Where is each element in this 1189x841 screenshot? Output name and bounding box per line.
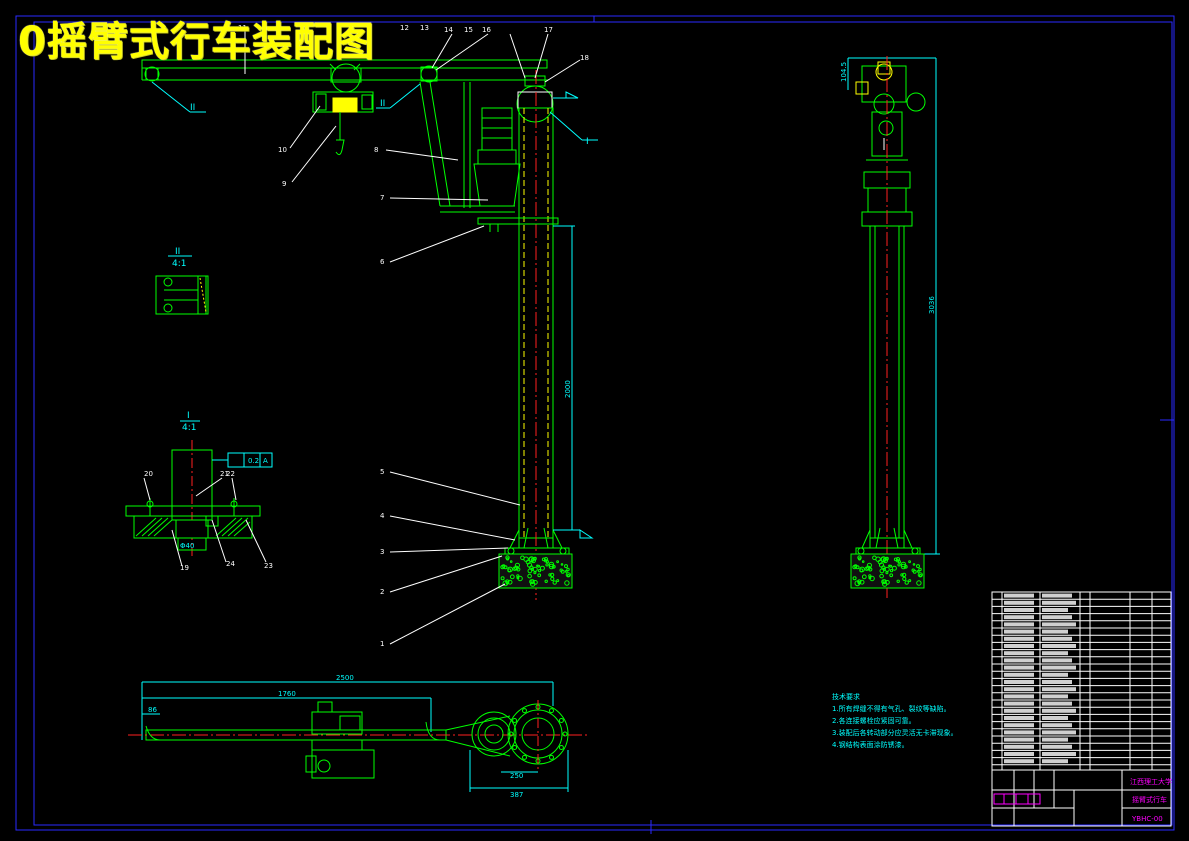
detail-i-part-21: 21 bbox=[220, 470, 229, 478]
section-i-right: I bbox=[586, 137, 589, 147]
notes-item-2: 2.各连接螺栓应紧固可靠。 bbox=[832, 716, 916, 725]
label-10: 10 bbox=[278, 146, 287, 154]
notes-heading: 技术要求 bbox=[832, 692, 860, 701]
dim-plan-r1: 250 bbox=[510, 772, 523, 780]
section-ii-right: II bbox=[380, 99, 385, 109]
drawing-title: 0摇臂式行车装配图 bbox=[18, 19, 375, 65]
label-14: 14 bbox=[444, 26, 453, 34]
label-11: 11 bbox=[238, 24, 247, 32]
label-15: 15 bbox=[464, 26, 473, 34]
detail-i-label: I bbox=[187, 411, 190, 421]
notes-item-4: 4.钢结构表面涂防锈漆。 bbox=[832, 740, 909, 749]
section-ii-left: II bbox=[190, 103, 195, 113]
notes-item-3: 3.装配后各转动部分应灵活无卡滞现象。 bbox=[832, 728, 958, 737]
side-view bbox=[847, 56, 940, 600]
dim-top-small: 104.5 bbox=[840, 62, 848, 82]
label-4: 4 bbox=[380, 512, 385, 520]
label-7: 7 bbox=[380, 194, 384, 202]
detail-i-part-20: 20 bbox=[144, 470, 153, 478]
dim-side-height: 3036 bbox=[928, 296, 936, 314]
detail-i-scale: 4:1 bbox=[182, 423, 196, 433]
dim-plan-left: 86 bbox=[148, 706, 157, 714]
dim-plan-inner: 1760 bbox=[278, 690, 296, 698]
label-17: 17 bbox=[544, 26, 553, 34]
dim-column-height: 2000 bbox=[564, 380, 572, 398]
detail-i bbox=[125, 420, 273, 567]
detail-ii-scale: 4:1 bbox=[172, 259, 186, 269]
front-view bbox=[141, 28, 598, 645]
label-1: 1 bbox=[380, 640, 384, 648]
detail-i-part-24: 24 bbox=[226, 560, 235, 568]
label-2: 2 bbox=[380, 588, 384, 596]
detail-i-part-23: 23 bbox=[264, 562, 273, 570]
detail-i-dim: Φ40 bbox=[180, 542, 194, 550]
title-block-number: YBHC-00 bbox=[1131, 815, 1163, 823]
parts-list bbox=[991, 591, 1172, 827]
label-8: 8 bbox=[374, 146, 378, 154]
outer-frame bbox=[15, 15, 1175, 831]
inner-frame bbox=[33, 21, 1173, 826]
label-13: 13 bbox=[420, 24, 429, 32]
label-18: 18 bbox=[580, 54, 589, 62]
label-5: 5 bbox=[380, 468, 384, 476]
title-block-school: 江西理工大学 bbox=[1130, 777, 1172, 786]
notes-item-1: 1.所有焊缝不得有气孔、裂纹等缺陷。 bbox=[832, 704, 951, 713]
detail-i-part-19: 19 bbox=[180, 564, 189, 572]
label-16: 16 bbox=[482, 26, 491, 34]
detail-ii-label: II bbox=[175, 247, 180, 257]
tolerance-value: 0.2 bbox=[248, 457, 259, 465]
label-6: 6 bbox=[380, 258, 385, 266]
label-12: 12 bbox=[400, 24, 409, 32]
title-block-name: 摇臂式行车 bbox=[1132, 795, 1167, 804]
plan-view bbox=[128, 681, 590, 792]
dim-plan-r2: 387 bbox=[510, 791, 523, 799]
dim-plan-total: 2500 bbox=[336, 674, 354, 682]
detail-i-part-22: 22 bbox=[226, 470, 235, 478]
label-3: 3 bbox=[380, 548, 384, 556]
tolerance-datum: A bbox=[263, 457, 268, 465]
detail-ii bbox=[155, 255, 209, 315]
label-9: 9 bbox=[282, 180, 286, 188]
